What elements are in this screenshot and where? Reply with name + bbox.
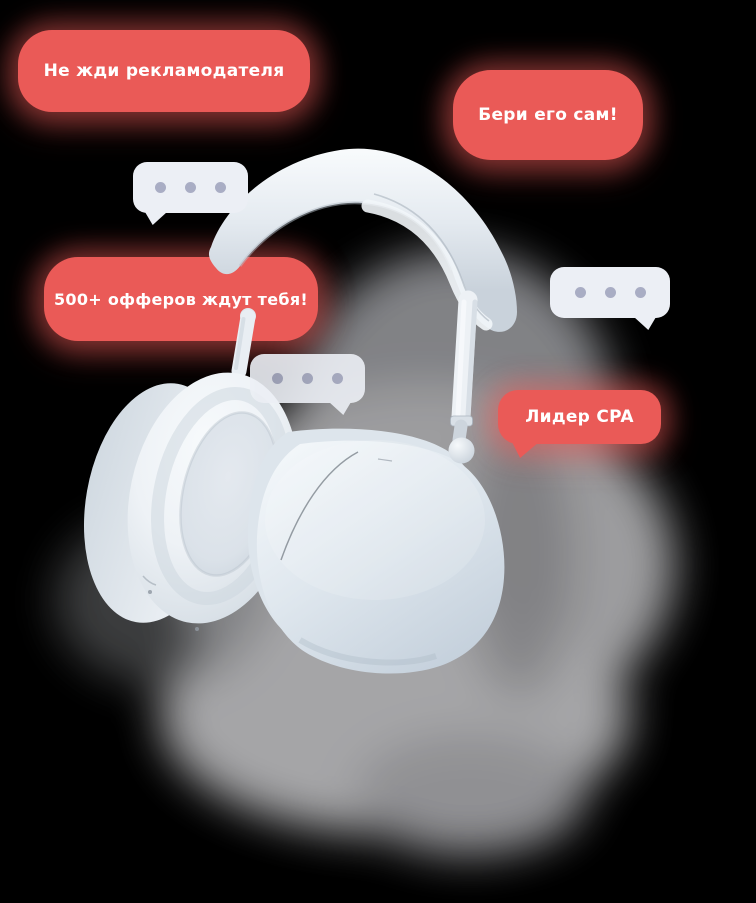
speech-bubble-text: Лидер CPA [525, 407, 634, 427]
typing-dot [332, 373, 343, 384]
typing-dot [185, 182, 196, 193]
speech-bubble-top-right: Бери его сам! [453, 70, 643, 160]
typing-dot [634, 287, 646, 298]
speech-bubble-mid-left: 500+ офферов ждут тебя! [44, 257, 318, 341]
typing-dot [155, 182, 166, 193]
typing-dot [272, 373, 283, 384]
right-ear-cup [247, 428, 505, 674]
speech-bubble-text: Бери его сам! [478, 105, 618, 125]
typing-dot [215, 182, 226, 193]
speech-bubble-mid-right: Лидер CPA [498, 390, 661, 458]
left-stem [231, 308, 256, 379]
typing-dot [302, 373, 313, 384]
typing-dot [604, 287, 616, 298]
typing-dot [574, 287, 586, 298]
typing-indicator-bubble [133, 162, 248, 225]
speech-bubble-text: Не жди рекламодателя [43, 61, 285, 81]
speech-bubble-top-left: Не жди рекламодателя [18, 30, 310, 112]
speech-bubble-text: 500+ офферов ждут тебя! [54, 289, 308, 309]
ball-joint [448, 437, 475, 464]
typing-indicator-bubble [550, 267, 670, 330]
right-stem [448, 290, 478, 464]
typing-indicator-bubble [250, 354, 365, 415]
